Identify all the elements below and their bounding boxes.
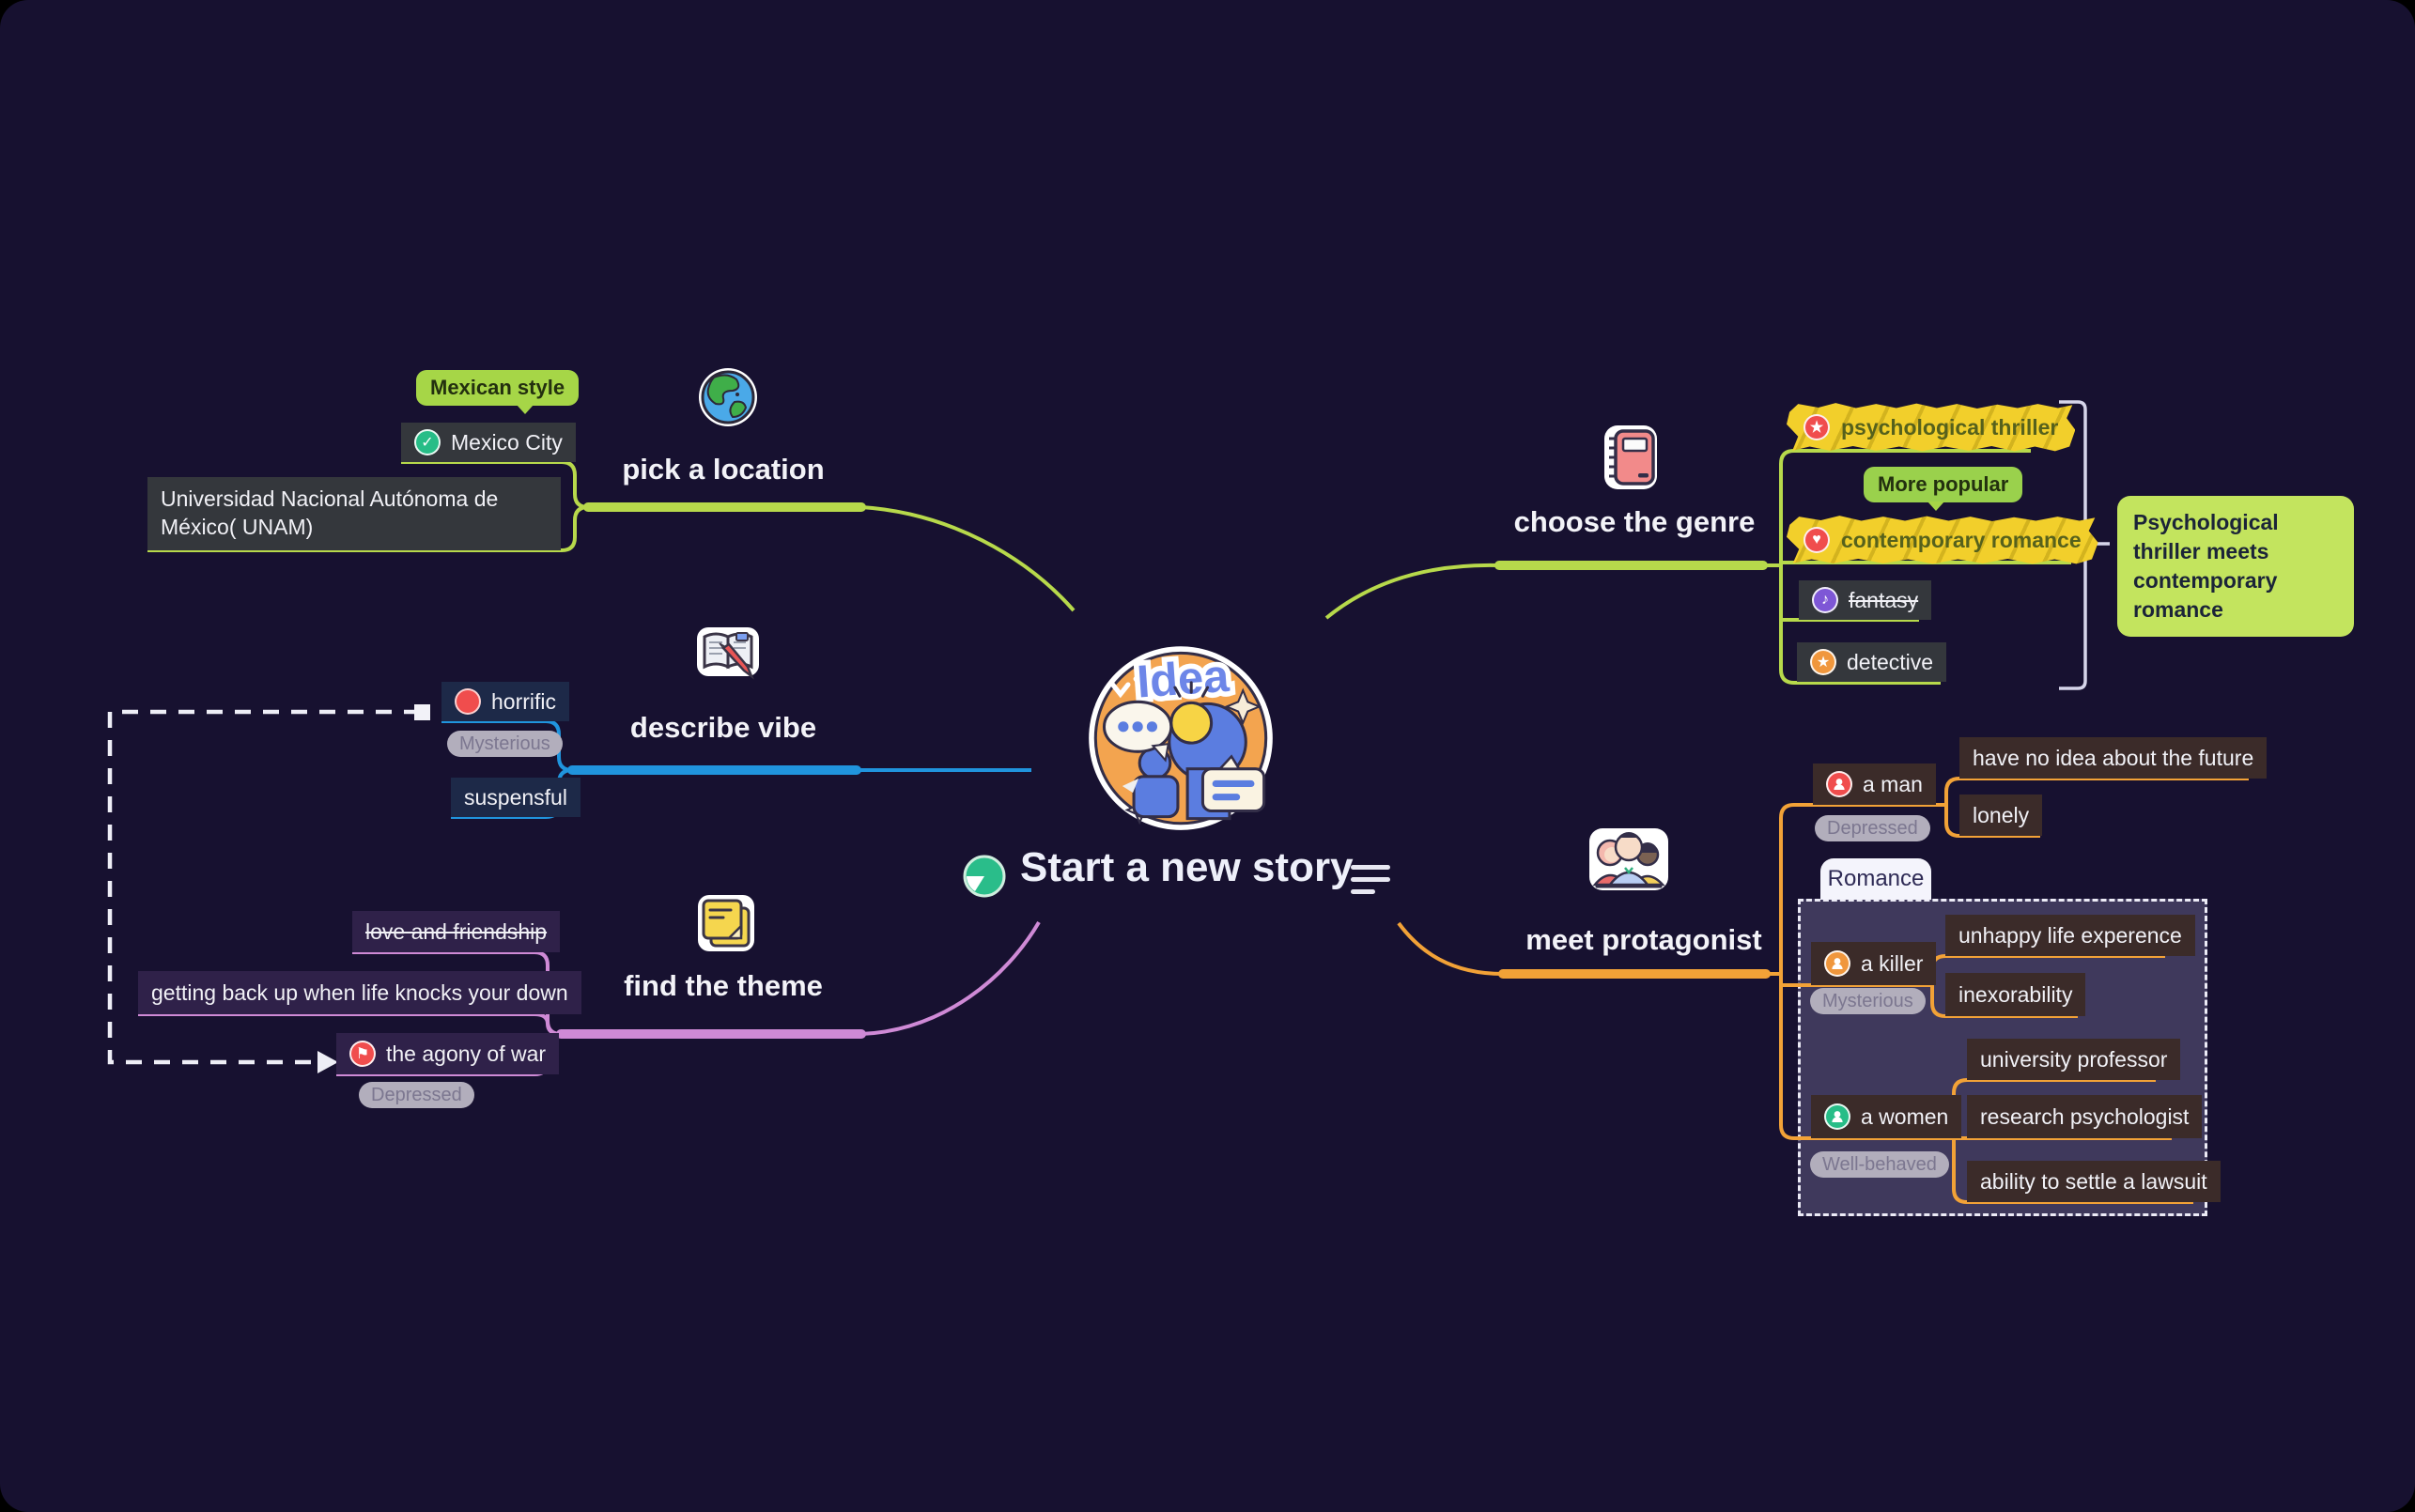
tag-more-popular[interactable]: More popular: [1864, 467, 2023, 511]
sticky-notes-icon: [697, 894, 755, 957]
label-mysterious-killer[interactable]: Mysterious: [1810, 988, 1926, 1014]
label-mysterious[interactable]: Mysterious: [447, 731, 563, 757]
node-ability-to-settle-lawsuit[interactable]: ability to settle a lawsuit: [1967, 1161, 2221, 1202]
person-green-circle-icon: [1824, 1103, 1850, 1130]
node-detective[interactable]: ★ detective: [1797, 642, 1947, 682]
pie-icon[interactable]: [962, 854, 1007, 903]
node-have-no-idea[interactable]: have no idea about the future: [1959, 737, 2268, 779]
topic-meet-protagonist[interactable]: meet protagonist: [1525, 923, 1762, 956]
node-agony-of-war[interactable]: ⚑ the agony of war: [336, 1033, 560, 1074]
person-red-circle-icon: [1826, 771, 1852, 797]
book-pencil-icon: [695, 624, 761, 688]
node-unhappy-life[interactable]: unhappy life experence: [1945, 915, 2195, 956]
label-depressed-theme[interactable]: Depressed: [359, 1082, 474, 1108]
heart-red-circle-icon: ♥: [1804, 527, 1830, 553]
relationship-line: [107, 704, 430, 1073]
node-research-psychologist[interactable]: research psychologist: [1967, 1095, 2203, 1138]
music-purple-circle-icon: ♪: [1812, 587, 1838, 613]
label-well-behaved[interactable]: Well-behaved: [1810, 1151, 1949, 1178]
label-depressed-man[interactable]: Depressed: [1815, 815, 1930, 841]
node-mexico-city[interactable]: ✓ Mexico City: [401, 423, 576, 462]
notebook-icon: [1597, 424, 1663, 495]
red-dot-icon: [455, 688, 481, 715]
topic-pick-a-location[interactable]: pick a location: [622, 453, 825, 486]
node-psychological-thriller[interactable]: ★ psychological thriller: [1787, 403, 2076, 452]
central-topic-title[interactable]: Start a new story: [1020, 844, 1354, 890]
topic-find-the-theme[interactable]: find the theme: [624, 969, 823, 1002]
star-orange-circle-icon: ★: [1810, 649, 1836, 675]
person-orange-circle-icon: [1824, 950, 1850, 977]
node-getting-back-up[interactable]: getting back up when life knocks your do…: [138, 971, 581, 1014]
node-love-and-friendship[interactable]: love and friendship: [352, 911, 561, 952]
node-inexorability[interactable]: inexorability: [1945, 973, 2086, 1016]
node-a-man[interactable]: a man: [1813, 764, 1936, 805]
notes-lines-icon[interactable]: [1351, 865, 1390, 894]
node-suspensful[interactable]: suspensful: [451, 778, 581, 817]
node-unam[interactable]: Universidad Nacional Autónoma de México(…: [147, 477, 561, 550]
topic-choose-the-genre[interactable]: choose the genre: [1513, 505, 1756, 538]
node-university-professor[interactable]: university professor: [1967, 1039, 2181, 1080]
summary-callout[interactable]: Psychological thriller meets contemporar…: [2117, 496, 2354, 638]
boundary-label-romance[interactable]: Romance: [1820, 858, 1931, 900]
svg-text:Idea: Idea: [1136, 651, 1231, 708]
globe-icon: [697, 366, 759, 433]
node-a-killer[interactable]: a killer: [1811, 942, 1937, 985]
node-lonely[interactable]: lonely: [1959, 795, 2043, 836]
node-contemporary-romance[interactable]: ♥ contemporary romance: [1787, 516, 2098, 564]
node-a-women[interactable]: a women: [1811, 1095, 1962, 1138]
star-red-circle-icon: ★: [1804, 414, 1830, 440]
people-group-icon: [1587, 826, 1670, 899]
node-fantasy[interactable]: ♪ fantasy: [1799, 580, 1932, 620]
flag-circle-icon: ⚑: [349, 1041, 376, 1067]
check-circle-icon: ✓: [414, 429, 441, 455]
tag-mexican-style[interactable]: Mexican style: [416, 370, 580, 414]
idea-sticker-icon[interactable]: Idea: [1080, 635, 1281, 841]
node-horrific[interactable]: horrific: [441, 682, 570, 721]
topic-describe-vibe[interactable]: describe vibe: [629, 711, 817, 744]
